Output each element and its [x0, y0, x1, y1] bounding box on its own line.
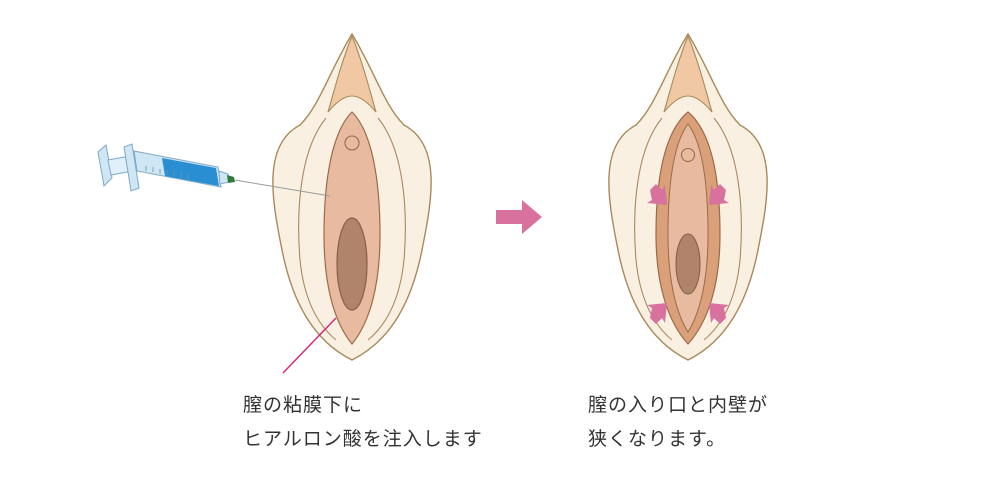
vaginal-opening-after: [675, 233, 701, 295]
vaginal-opening-before: [336, 217, 368, 311]
compression-arrows: [647, 184, 729, 324]
anatomy-after: [608, 32, 768, 361]
hood-after: [663, 34, 713, 113]
inward-arrow-icon: [709, 184, 729, 205]
caption-after-line1: 膣の入り口と内壁が: [588, 394, 769, 416]
urethra-before: [344, 135, 360, 151]
fold-line-left-before: [298, 117, 337, 341]
inward-arrow-icon: [647, 184, 667, 205]
inward-arrow-icon: [647, 303, 667, 324]
right-arrow-icon: [496, 200, 542, 234]
syringe-icon: [97, 143, 331, 197]
inward-arrow-icon: [709, 303, 729, 324]
caption-before-line1: 膣の粘膜下に: [243, 394, 364, 416]
caption-before-line2: ヒアルロン酸を注入します: [243, 428, 483, 450]
anatomy-before: [272, 32, 432, 361]
caption-after-line2: 狭くなります。: [588, 428, 727, 450]
hood-before: [327, 34, 377, 113]
urethra-after: [680, 147, 696, 163]
pointer-line: [282, 317, 337, 374]
caption-after: 膣の入り口と内壁が 狭くなります。: [588, 388, 768, 456]
caption-before: 膣の粘膜下に ヒアルロン酸を注入します: [243, 388, 483, 456]
fold-line-right-before: [367, 117, 406, 341]
